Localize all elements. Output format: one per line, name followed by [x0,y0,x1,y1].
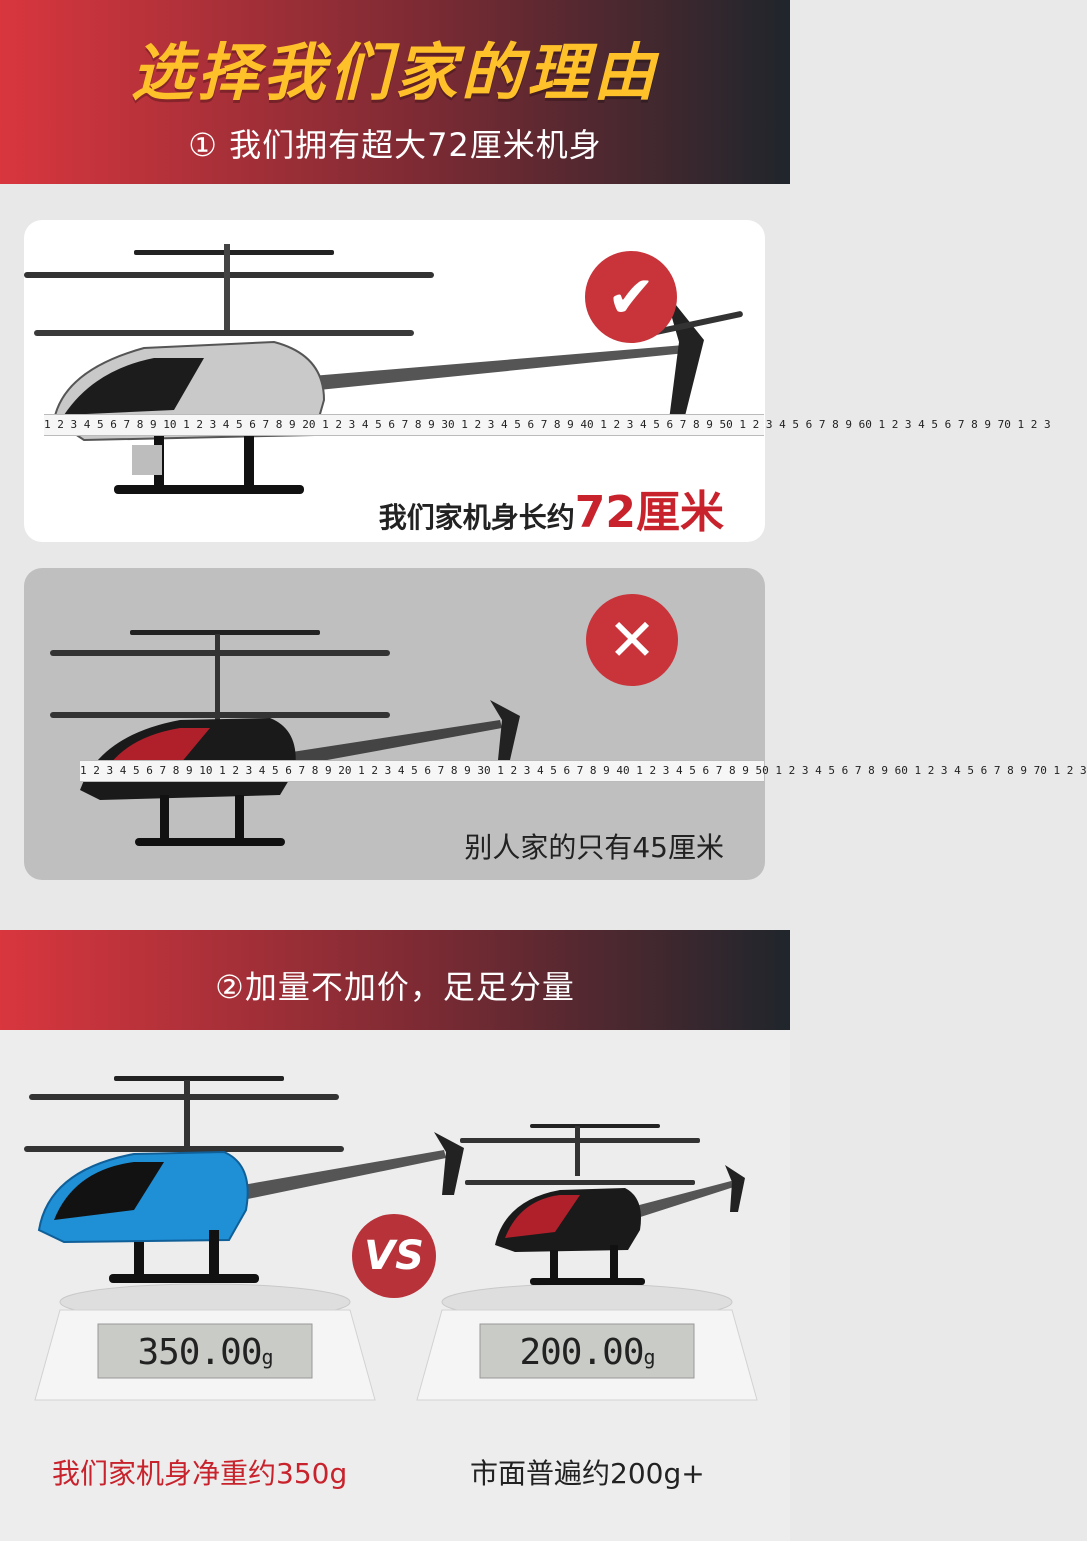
caption-ours-weight: 我们家机身净重约350g [52,1457,348,1490]
caption-ours-prefix: 我们家机身长约 [378,501,575,534]
weight-unit-ours: g [261,1345,274,1369]
reason-1-title: ① 我们拥有超大72厘米机身 [188,126,602,164]
measuring-tape-theirs: 1 2 3 4 5 6 7 8 9 10 1 2 3 4 5 6 7 8 9 2… [80,760,1087,782]
caption-ours-length: 我们家机身长约72厘米 [379,476,724,540]
weight-unit-theirs: g [643,1345,656,1369]
caption-theirs-weight: 市面普遍约200g+ [470,1457,705,1490]
helicopter-black-image [50,630,520,846]
scale-ours-image [34,1283,376,1401]
weight-value-theirs: 200.00 [519,1332,644,1373]
check-icon: ✔ [585,251,677,343]
header-band-top [0,0,790,184]
vs-badge: VS [352,1214,436,1298]
caption-ours-value: 72厘米 [574,487,724,538]
scale-display-theirs: 200.00g [482,1332,692,1373]
reason-2-title: ②加量不加价，足足分量 [215,968,575,1006]
helicopter-silver-image [24,244,743,494]
caption-theirs-length: 别人家的只有45厘米 [464,831,724,864]
helicopter-red-image [460,1124,745,1285]
scale-theirs-image [416,1283,758,1401]
measuring-tape-ours: 1 2 3 4 5 6 7 8 9 10 1 2 3 4 5 6 7 8 9 2… [44,414,1051,436]
weight-value-ours: 350.00 [137,1332,262,1373]
headline: 选择我们家的理由 [130,36,659,109]
cross-icon: ✕ [586,594,678,686]
scale-display-ours: 350.00g [100,1332,310,1373]
header-band-weight [0,930,790,1030]
helicopter-blue-image [24,1076,464,1283]
